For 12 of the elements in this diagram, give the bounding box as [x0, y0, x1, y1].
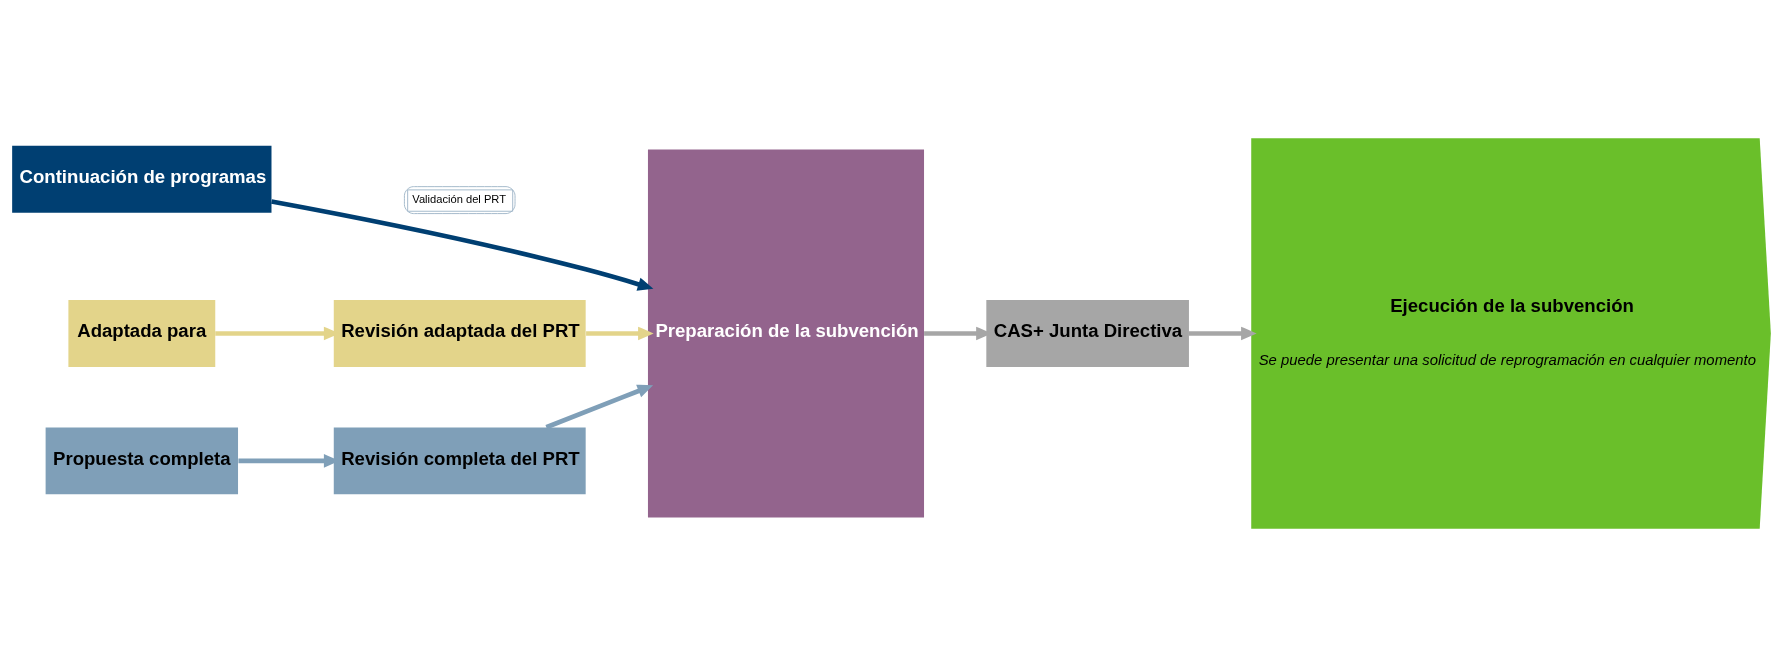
arrow: [271, 199, 654, 291]
arrow: [545, 384, 654, 430]
node-box: Preparación de la subvención: [647, 149, 925, 518]
node-box: Continuación de programas: [12, 145, 272, 213]
node-box: Revisión completa del PRT: [333, 427, 586, 495]
node-box: Adaptada para: [68, 300, 216, 367]
arrow: [586, 326, 654, 341]
node-box: Revisión adaptada del PRT: [333, 300, 586, 367]
arrow: [1189, 326, 1257, 341]
node-box: CAS+ Junta Directiva: [986, 300, 1189, 367]
edge-label: Validación del PRT: [412, 193, 507, 206]
node-box: Propuesta completa: [45, 427, 239, 495]
